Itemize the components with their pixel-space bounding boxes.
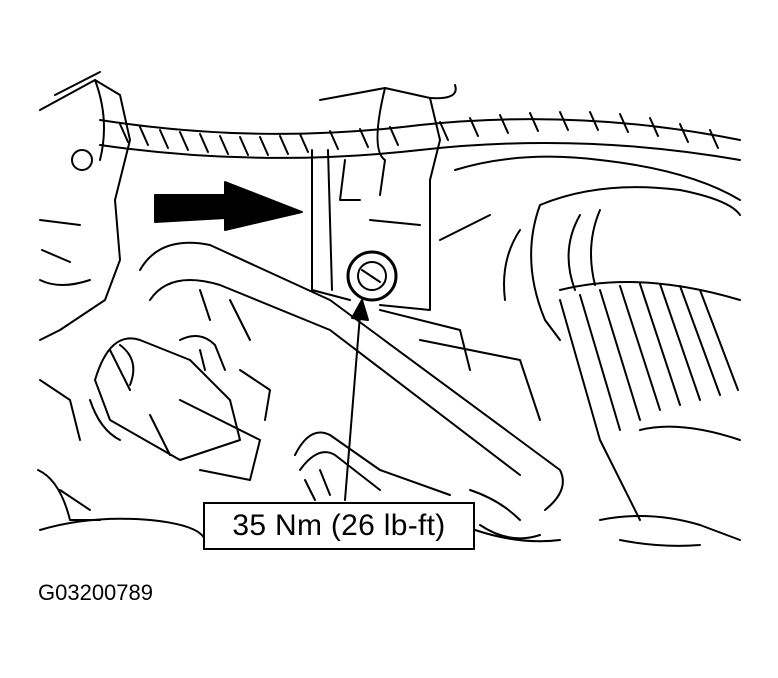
wire-harness xyxy=(99,111,741,161)
bracket-plate xyxy=(311,84,491,311)
direction-arrow xyxy=(154,181,303,231)
figure-id: G03200789 xyxy=(38,580,153,605)
left-frame xyxy=(37,71,131,521)
lower-hose xyxy=(294,431,541,540)
leader-arrow xyxy=(344,299,369,501)
bracket-arm xyxy=(139,241,564,511)
housing-cylinder xyxy=(454,155,741,541)
torque-spec-label: 35 Nm (26 lb-ft) xyxy=(203,502,475,550)
bolt xyxy=(346,250,398,302)
connector-plug xyxy=(89,335,271,481)
lower-edge xyxy=(39,517,701,547)
